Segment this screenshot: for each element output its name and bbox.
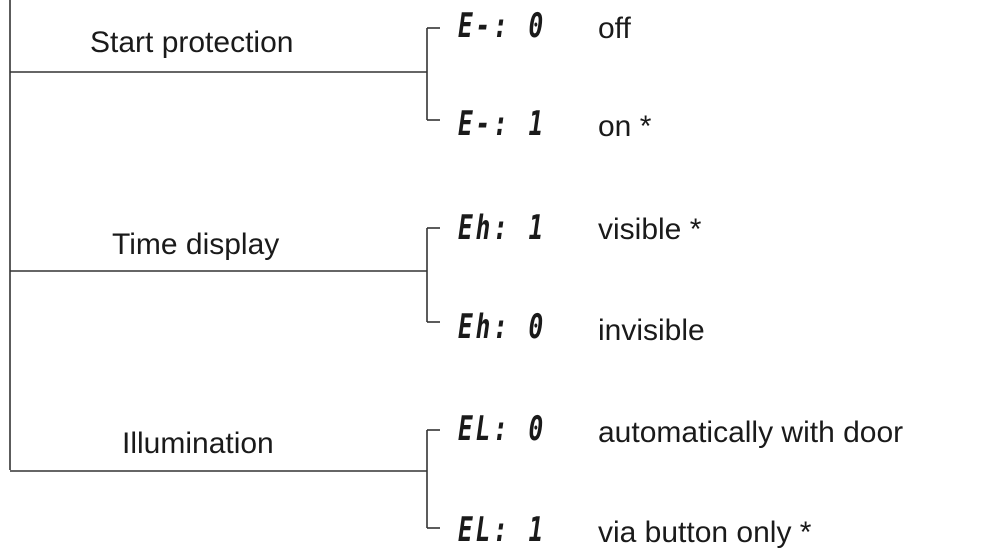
- option-code: E-: 0: [458, 6, 547, 46]
- option-code: EL: 1: [458, 510, 547, 550]
- option-text: via button only *: [598, 516, 812, 549]
- option-text: on *: [598, 110, 652, 143]
- option-code: EL: 0: [458, 409, 547, 449]
- option-text: invisible: [598, 314, 705, 347]
- option-code: E-: 1: [458, 104, 547, 144]
- group-label-time-display: Time display: [112, 228, 280, 261]
- option-text: off: [598, 12, 631, 45]
- option-text: automatically with door: [598, 416, 904, 449]
- option-text: visible *: [598, 213, 702, 246]
- group-label-illumination: Illumination: [122, 427, 274, 460]
- group-label-start-protection: Start protection: [90, 26, 294, 59]
- option-code: Eh: 1: [458, 208, 547, 248]
- option-code: Eh: 0: [458, 307, 547, 347]
